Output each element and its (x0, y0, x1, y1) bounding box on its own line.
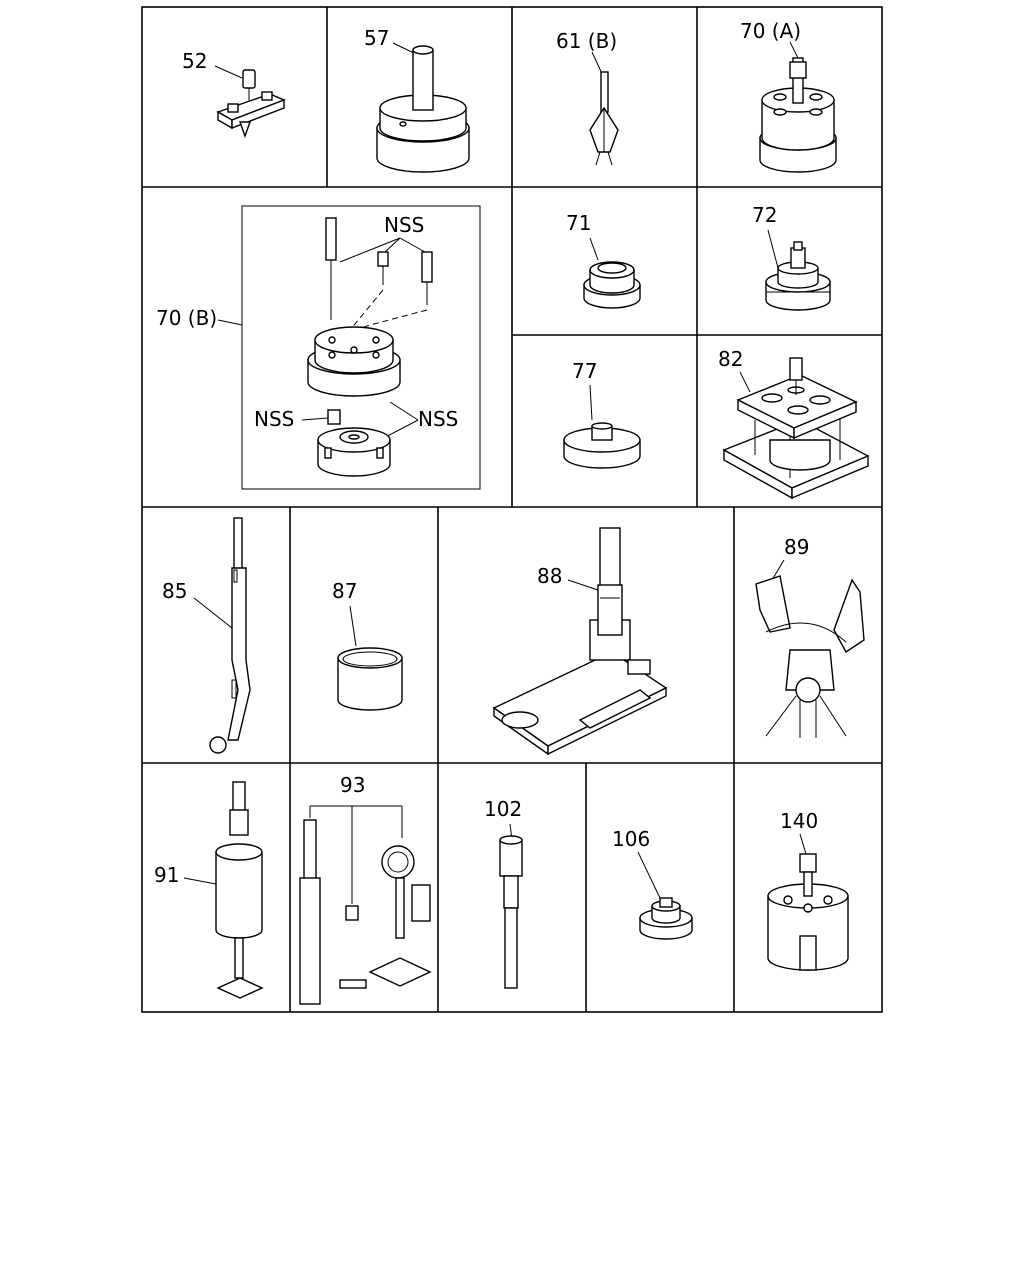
label-106: 106 (612, 827, 650, 851)
label-91: 91 (154, 863, 179, 887)
label-87: 87 (332, 579, 357, 603)
tool-70b: 70 (B) NSS NSS NSS (156, 205, 481, 490)
label-70a: 70 (A) (740, 19, 801, 43)
label-140: 140 (780, 809, 818, 833)
label-72: 72 (752, 203, 777, 227)
tool-72: 72 (752, 203, 831, 311)
label-93: 93 (340, 773, 365, 797)
label-70b: 70 (B) (156, 306, 217, 330)
label-52: 52 (182, 49, 207, 73)
label-57: 57 (364, 26, 389, 50)
label-71: 71 (566, 211, 591, 235)
label-77: 77 (572, 359, 597, 383)
label-nss-2: NSS (254, 407, 294, 431)
grid-lines (141, 6, 883, 1013)
tool-87: 87 (332, 579, 403, 711)
label-102: 102 (484, 797, 522, 821)
tool-88: 88 (492, 527, 668, 756)
tool-85: 85 (162, 517, 251, 754)
tool-71: 71 (566, 211, 641, 309)
tool-77: 77 (563, 359, 641, 469)
tool-91: 91 (154, 781, 264, 999)
label-nss-1: NSS (384, 213, 424, 237)
tool-82: 82 (718, 347, 870, 500)
label-nss-3: NSS (418, 407, 458, 431)
tool-57: 57 (364, 26, 470, 173)
label-88: 88 (537, 564, 562, 588)
tool-52: 52 (182, 49, 286, 139)
tool-102: 102 (484, 797, 523, 989)
label-61b: 61 (B) (556, 29, 617, 53)
label-85: 85 (162, 579, 187, 603)
label-82: 82 (718, 347, 743, 371)
tool-106: 106 (612, 827, 693, 940)
label-89: 89 (784, 535, 809, 559)
tool-89: 89 (755, 535, 865, 738)
tool-140: 140 (767, 809, 849, 971)
tool-61b: 61 (B) (556, 29, 619, 166)
tool-93: 93 (299, 773, 432, 1005)
tool-70a: 70 (A) (740, 19, 837, 173)
